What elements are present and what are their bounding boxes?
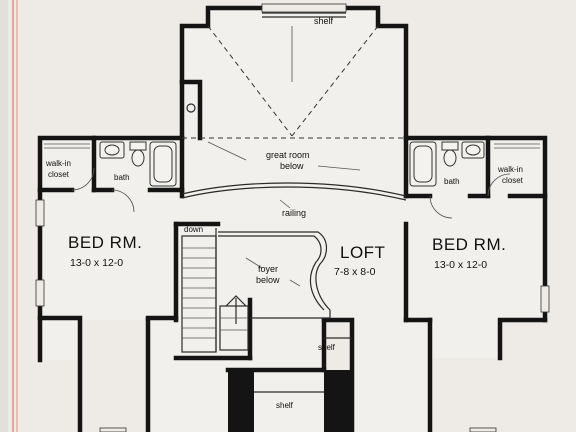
- railing-curve-2: [181, 186, 407, 201]
- label-walkin-left-2: closet: [48, 170, 70, 179]
- window-top: [261, 3, 347, 13]
- label-great-room: great room: [266, 150, 310, 160]
- wall-right-wing-top: [403, 135, 548, 323]
- arrow-great-room-left: [207, 141, 247, 161]
- wall-solid-right: [324, 370, 352, 432]
- toilet-tank-left: [129, 141, 147, 151]
- toilet-bowl-left: [131, 149, 145, 167]
- door-swing-left-closet: [71, 167, 95, 191]
- toilet-tank-right: [441, 141, 459, 151]
- window-bottom-right: [469, 427, 497, 432]
- wall-left-lower: [37, 315, 83, 432]
- wall-right-lower: [497, 317, 548, 361]
- window-left-upper: [35, 199, 45, 227]
- tub-left-inner: [153, 145, 173, 183]
- label-bath-right: bath: [444, 177, 460, 186]
- label-foyer-below: below: [256, 275, 280, 285]
- label-bed-left-dim: 13-0 x 12-0: [70, 257, 123, 269]
- arrow-great-room-right: [317, 165, 361, 171]
- foyer-open-edge-2: [218, 235, 325, 311]
- label-bed-right-dim: 13-0 x 12-0: [434, 259, 487, 271]
- window-bottom-left: [99, 427, 127, 432]
- label-railing: railing: [282, 208, 306, 218]
- sink-basin-left: [104, 144, 120, 156]
- label-walkin-right-1: walk-in: [497, 165, 523, 174]
- window-left-lower: [35, 279, 45, 307]
- label-loft: LOFT: [340, 243, 385, 262]
- railing-arrow: [279, 199, 291, 209]
- sink-basin-right: [465, 144, 481, 156]
- floor-area: [40, 8, 545, 432]
- label-shelf-bottom: shelf: [276, 401, 294, 410]
- foyer-arrow-left: [245, 257, 263, 269]
- label-walkin-left-1: walk-in: [45, 159, 71, 168]
- wall-closet-small: [179, 79, 203, 141]
- stair-landing: [219, 305, 249, 351]
- fixture-circle: [186, 103, 196, 113]
- door-swing-right-closet: [487, 173, 511, 197]
- tub-right-inner: [413, 145, 433, 183]
- stairs: [181, 228, 249, 353]
- foyer-open-edge: [218, 231, 331, 319]
- wall-solid-left: [228, 370, 254, 432]
- toilet-bowl-right: [443, 149, 457, 167]
- label-shelf-right: shelf: [318, 343, 336, 352]
- label-bed-right: BED RM.: [432, 235, 506, 254]
- door-swing-right-bath: [429, 195, 453, 219]
- right-bath-fixtures: [409, 141, 540, 187]
- label-walkin-right-2: closet: [502, 176, 524, 185]
- window-right: [540, 285, 550, 313]
- label-foyer: foyer: [258, 264, 278, 274]
- label-bed-left: BED RM.: [68, 233, 142, 252]
- label-down: down: [184, 225, 203, 234]
- door-swing-left-bath: [111, 189, 135, 213]
- railing-curve: [181, 182, 407, 197]
- left-bath-fixtures: [44, 141, 177, 187]
- label-great-room-below: below: [280, 161, 304, 171]
- stair-direction-chevron: [225, 295, 247, 307]
- label-shelf-top: shelf: [314, 16, 334, 26]
- foyer-arrow-right: [289, 279, 301, 287]
- label-bath-left: bath: [114, 173, 130, 182]
- label-loft-dim: 7-8 x 8-0: [334, 266, 376, 278]
